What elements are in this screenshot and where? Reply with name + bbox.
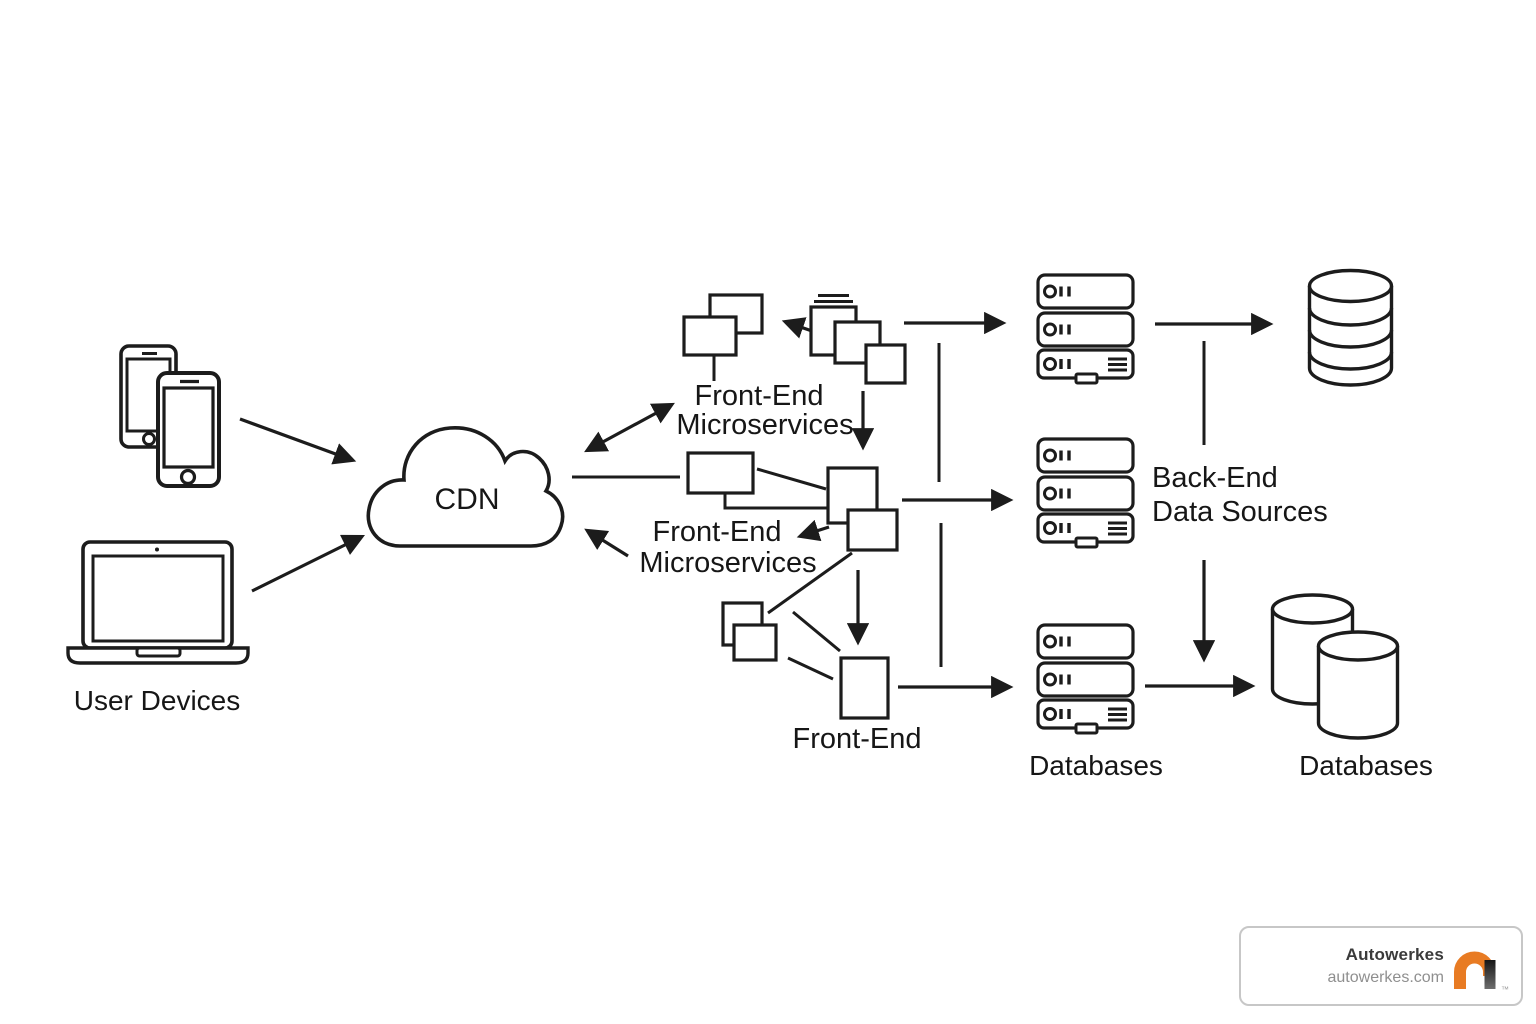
microservice-window-icon — [864, 343, 907, 385]
databases-right-label: Databases — [1299, 750, 1433, 781]
server-stack-1 — [1036, 273, 1135, 385]
frontend-mid-label-line2: Microservices — [639, 547, 817, 579]
microservice-window-icon — [839, 656, 890, 720]
microservice-window-icon — [682, 315, 738, 357]
frontend-bottom-label: Front-End — [792, 723, 922, 755]
brand-trademark: ™ — [1501, 985, 1509, 994]
connector-lines — [572, 341, 1206, 681]
arrow-cdn-frontend-top — [584, 402, 675, 453]
server-stack-2 — [1036, 437, 1135, 549]
frontend-cluster-bottom — [721, 601, 890, 720]
arrow-laptop-to-cdn — [251, 534, 366, 593]
microservice-window-icon — [732, 623, 778, 662]
arrow-phones-to-cdn — [239, 417, 357, 465]
laptop-icon — [66, 540, 250, 665]
backend-label-line1: Back-End — [1152, 462, 1278, 494]
frontend-mid-label-line1: Front-End — [652, 516, 782, 548]
brand-url: autowerkes.com — [1327, 969, 1445, 986]
databases-left-label: Databases — [1029, 750, 1163, 781]
frontend-cluster-top — [682, 293, 907, 385]
arrow-frontend-mid-to-cdn — [584, 528, 629, 558]
brand-arch-icon — [1454, 951, 1496, 989]
frontend-cluster-middle — [686, 451, 899, 552]
brand-text: Autowerkes autowerkes.com — [1328, 945, 1445, 987]
database-cylinder-icon — [1316, 630, 1400, 740]
database-cylinders-bottom — [1270, 593, 1400, 740]
smartphones-icon — [119, 344, 221, 488]
microservice-window-icon — [686, 451, 755, 495]
arrow-cluster-to-mid-label — [796, 519, 830, 542]
cdn-label: CDN — [434, 483, 500, 516]
backend-label-line2: Data Sources — [1152, 496, 1328, 528]
server-stack-3 — [1036, 623, 1135, 735]
arrow-sheets-to-windows — [781, 317, 813, 339]
frontend-top-label-line2: Microservices — [676, 409, 854, 441]
microservice-window-icon — [846, 508, 899, 552]
frontend-top-label-line1: Front-End — [694, 380, 824, 412]
brand-name: Autowerkes — [1345, 945, 1444, 964]
database-cylinder-top — [1307, 268, 1394, 387]
flow-arrows — [239, 311, 1274, 699]
user-devices-label: User Devices — [73, 685, 241, 716]
brand-card: Autowerkes autowerkes.com ™ — [1239, 926, 1523, 1006]
cdn-cloud-icon — [366, 426, 565, 548]
